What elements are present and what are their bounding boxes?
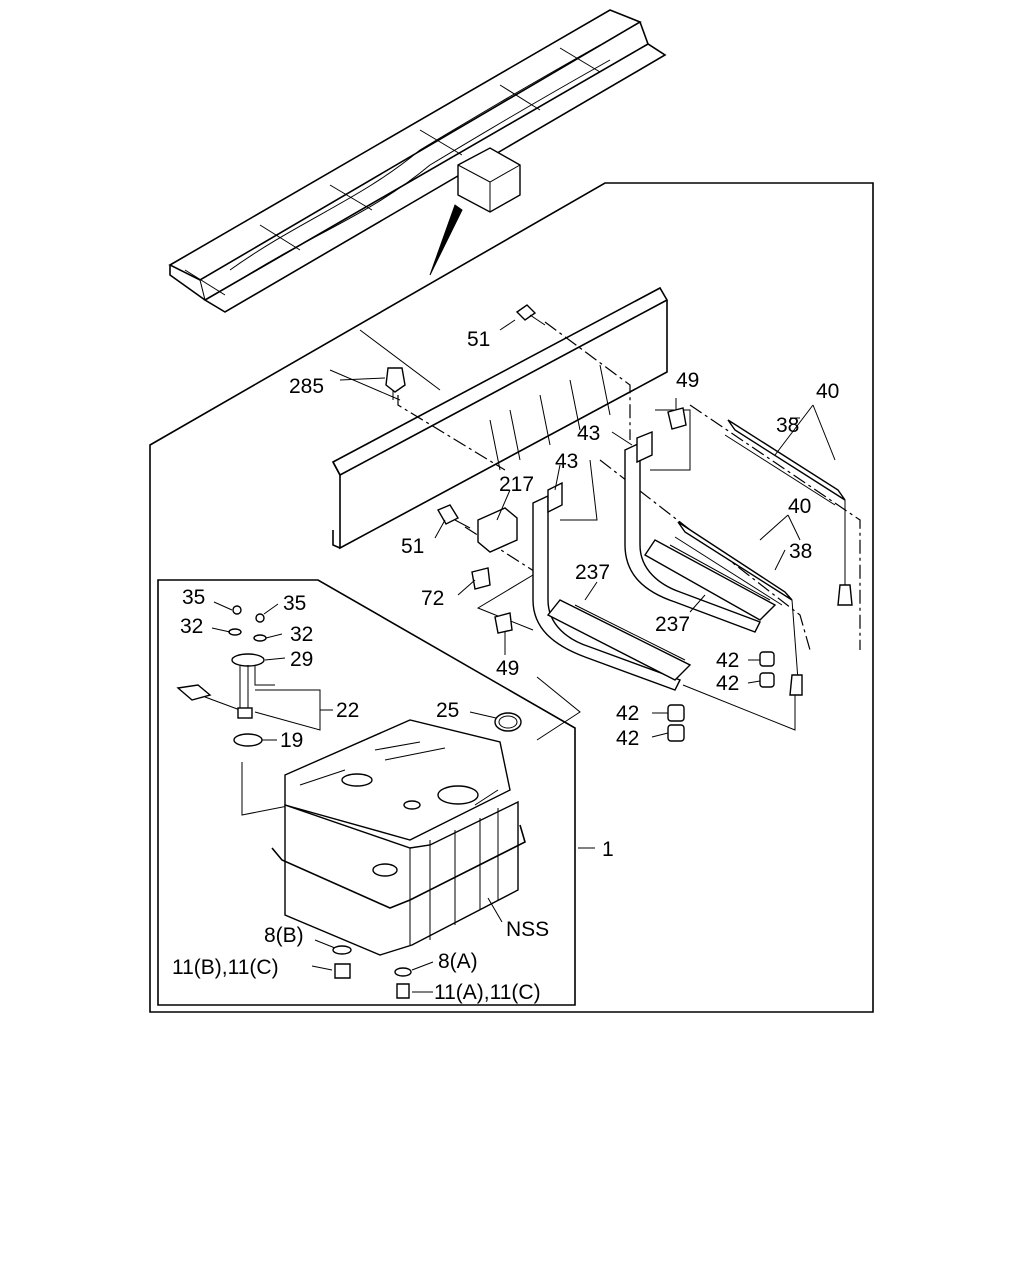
nut-49-low-shape <box>494 612 513 634</box>
callout-leaders <box>211 319 836 993</box>
callout-40-band-mid: 40 <box>788 495 811 518</box>
bolt-285-shape <box>385 367 406 400</box>
tank-strap-237-rear <box>643 539 777 621</box>
bracket-43-rear <box>624 430 761 633</box>
callout-40-band-top: 40 <box>816 380 839 403</box>
callout-nss: NSS <box>506 918 549 941</box>
callout-51-bolt-top: 51 <box>467 328 490 351</box>
callout-51-bolt-low: 51 <box>401 535 424 558</box>
callout-42-nut-c: 42 <box>616 702 639 725</box>
callout-8a-washer: 8(A) <box>438 950 478 973</box>
callout-32-washer-b: 32 <box>290 623 313 646</box>
callout-1-fuel-tank: 1 <box>602 838 614 861</box>
bolt-51-low-shape <box>436 504 471 529</box>
bolt-51-top-shape <box>515 304 546 326</box>
nut-72-shape <box>471 567 491 590</box>
callout-29-plate: 29 <box>290 648 313 671</box>
callout-72-nut: 72 <box>421 587 444 610</box>
callout-237-strap-front: 237 <box>575 561 610 584</box>
callout-42-nut-b: 42 <box>716 672 739 695</box>
callout-285-bolt: 285 <box>289 375 324 398</box>
assembly-guide-lines <box>397 321 861 741</box>
callout-237-strap-rear: 237 <box>655 613 690 636</box>
callout-42-nut-a: 42 <box>716 649 739 672</box>
callout-43-bracket-rear: 43 <box>577 422 600 445</box>
callout-38-band-top: 38 <box>776 414 799 437</box>
tank-band-40-mid <box>674 521 803 696</box>
callout-49-nut-top: 49 <box>676 369 699 392</box>
drain-plug-shapes <box>332 945 412 999</box>
callout-32-washer-a: 32 <box>180 615 203 638</box>
tank-strap-237-front <box>546 599 692 681</box>
callout-22-sender: 22 <box>336 699 359 722</box>
callout-11bc-plug: 11(B),11(C) <box>172 956 279 979</box>
callout-42-nut-d: 42 <box>616 727 639 750</box>
filler-ring-25-inner <box>498 715 518 729</box>
callout-49-nut-low: 49 <box>496 657 519 680</box>
callout-11ac-plug: 11(A),11(C) <box>434 981 541 1004</box>
nuts-42-shapes <box>667 651 775 742</box>
tank-band-40-top <box>724 419 853 606</box>
callout-19-gasket: 19 <box>280 729 303 752</box>
callout-38-band-mid: 38 <box>789 540 812 563</box>
chassis-rail <box>329 286 669 550</box>
callout-217-bracket: 217 <box>499 473 534 496</box>
callout-8b-washer: 8(B) <box>264 924 304 947</box>
callout-25-filler-ring: 25 <box>436 699 459 722</box>
truck-frame-overview <box>168 9 667 313</box>
inset-border <box>157 579 576 1006</box>
callout-43-bracket-front: 43 <box>555 450 578 473</box>
nut-49-top-shape <box>667 407 687 430</box>
bracket-217-shape <box>477 507 518 553</box>
callout-35-screw-b: 35 <box>283 592 306 615</box>
detail-border <box>149 182 874 1013</box>
callout-35-screw-a: 35 <box>182 586 205 609</box>
fuel-tank <box>271 719 526 956</box>
